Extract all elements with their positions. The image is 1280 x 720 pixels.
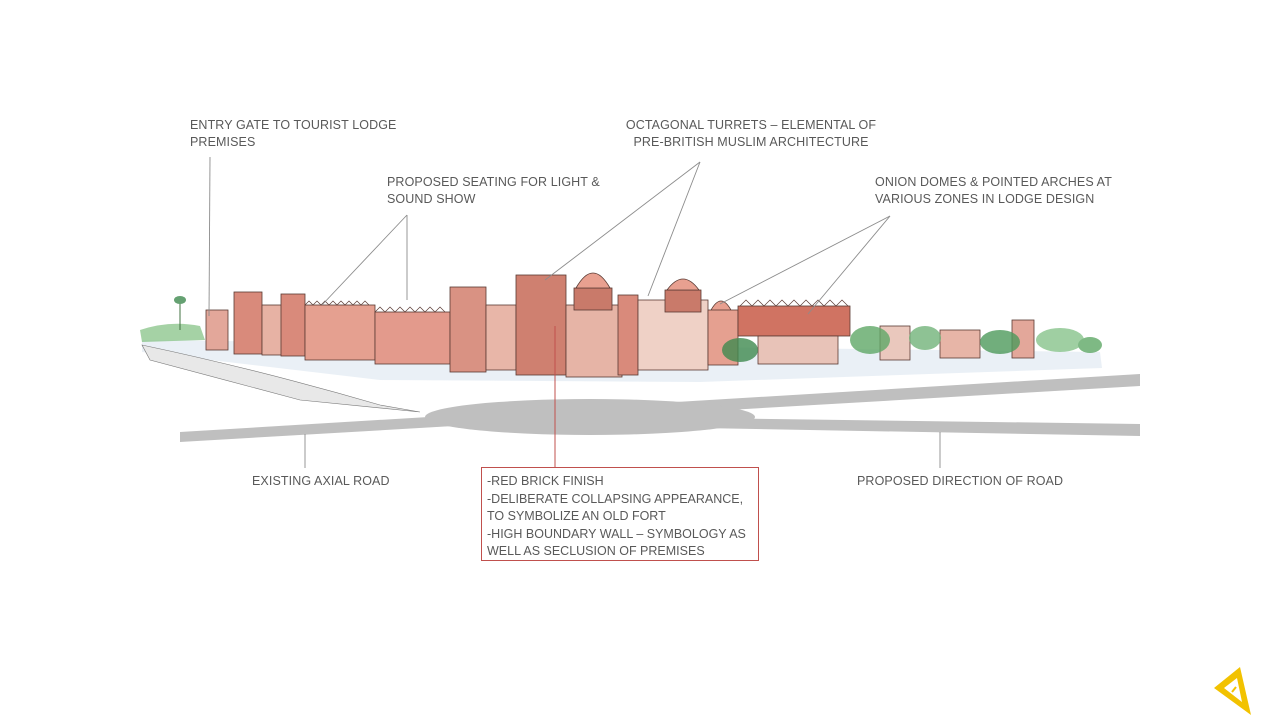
- fort-wall: [205, 272, 1035, 378]
- entry-gate-label-line2: PREMISES: [190, 135, 256, 149]
- turrets-label-line2: PRE-BRITISH MUSLIM ARCHITECTURE: [633, 135, 869, 149]
- logo-triangle-icon: [1214, 667, 1251, 715]
- seating-label-line2: SOUND SHOW: [387, 192, 476, 206]
- note-line-2: -DELIBERATE COLLAPSING APPEARANCE,: [487, 491, 744, 506]
- foliage: [174, 296, 1102, 362]
- road-network: [180, 374, 1140, 442]
- proposed-road-label: PROPOSED DIRECTION OF ROAD: [857, 474, 1064, 488]
- note-line-4: -HIGH BOUNDARY WALL – SYMBOLOGY AS: [487, 526, 746, 541]
- entry-gate-label: ENTRY GATE TO TOURIST LODGE PREMISES: [190, 117, 396, 151]
- seating-label-line1: PROPOSED SEATING FOR LIGHT &: [387, 175, 600, 189]
- leader-lines: [208, 156, 941, 468]
- entry-gate-label-line1: ENTRY GATE TO TOURIST LODGE: [190, 118, 397, 132]
- note-line-5: WELL AS SECLUSION OF PREMISES: [487, 544, 705, 558]
- domes-label-line1: ONION DOMES & POINTED ARCHES AT: [875, 175, 1112, 189]
- domes-label-line2: VARIOUS ZONES IN LODGE DESIGN: [875, 192, 1095, 206]
- battlements: [304, 299, 849, 313]
- domes-label: ONION DOMES & POINTED ARCHES AT VARIOUS …: [875, 174, 1112, 208]
- turrets-label: OCTAGONAL TURRETS – ELEMENTAL OF PRE-BRI…: [620, 117, 882, 151]
- seating-label: PROPOSED SEATING FOR LIGHT & SOUND SHOW: [387, 174, 600, 208]
- note-line-1: -RED BRICK FINISH: [487, 474, 604, 488]
- note-line-3: TO SYMBOLIZE AN OLD FORT: [487, 509, 666, 523]
- turrets-label-line1: OCTAGONAL TURRETS – ELEMENTAL OF: [625, 118, 877, 132]
- design-note-box: -RED BRICK FINISH -DELIBERATE COLLAPSING…: [481, 467, 759, 561]
- axial-road-label: EXISTING AXIAL ROAD: [252, 474, 390, 488]
